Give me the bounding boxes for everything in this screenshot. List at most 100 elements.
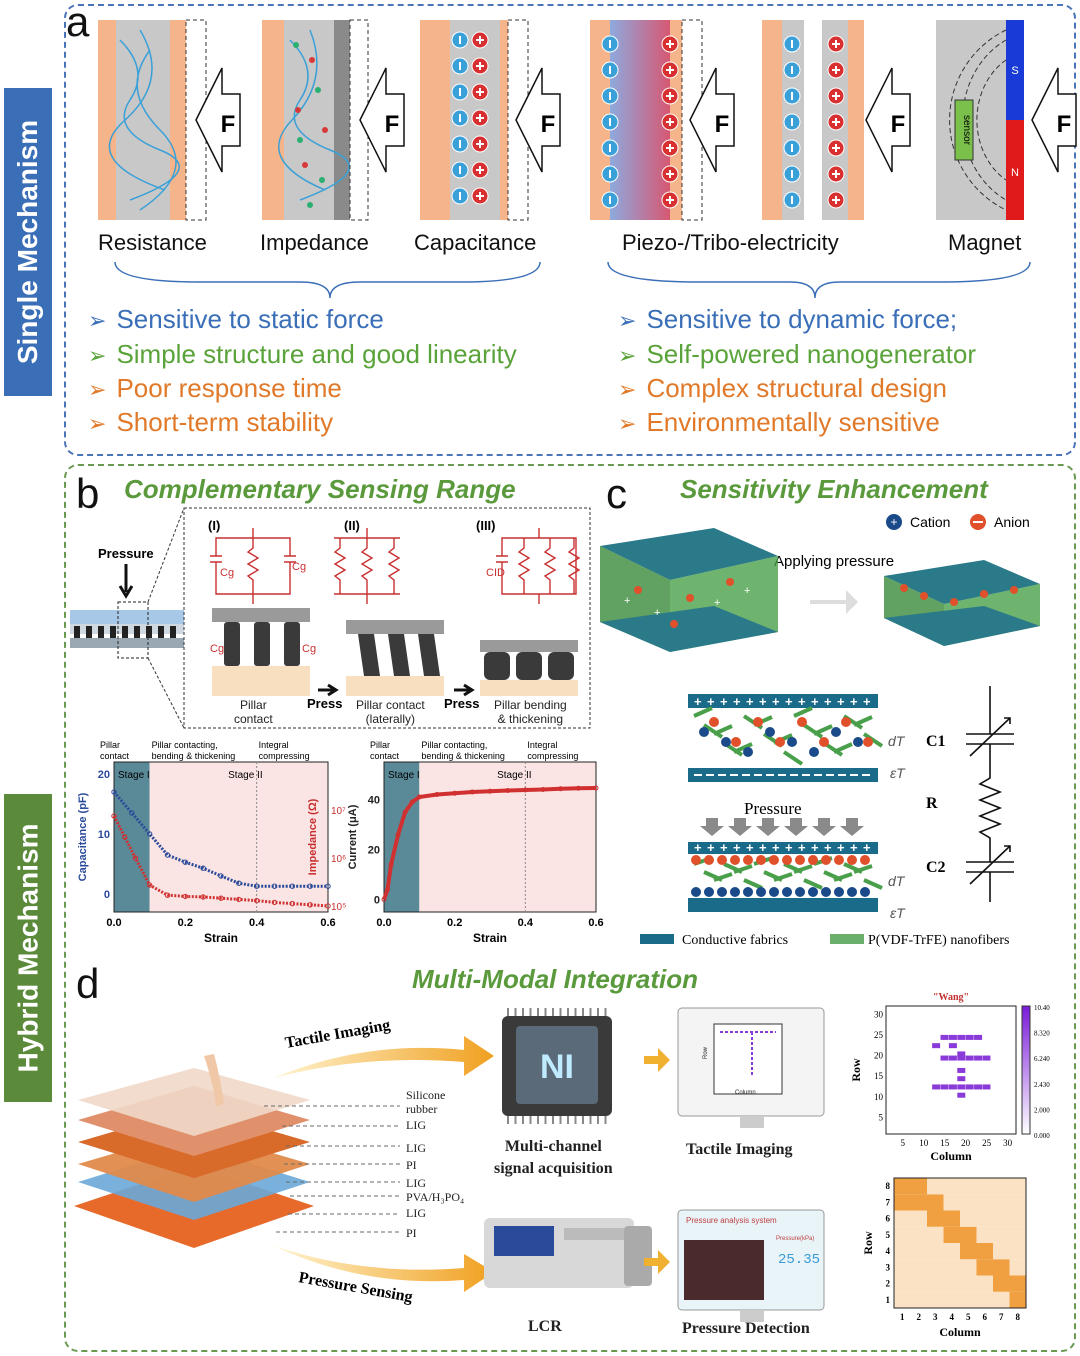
- force-arrow: F: [515, 67, 561, 173]
- anion-icon: [731, 737, 741, 747]
- heatmap-cell: [957, 1092, 966, 1098]
- cation-icon: [756, 887, 766, 897]
- grid-cell: [960, 1291, 977, 1308]
- stage-caption-3: Pillar bending & thickening: [494, 698, 567, 726]
- plus-sign: +: [863, 694, 871, 709]
- heatmap-cell: [957, 1051, 966, 1057]
- grid-cell: [976, 1226, 993, 1243]
- data-point: [402, 809, 408, 815]
- cg-label-2: Cg: [292, 561, 306, 573]
- panel-a-frame: [64, 4, 1076, 456]
- cation-icon: [721, 737, 731, 747]
- pressure-arrow: [812, 818, 836, 836]
- grid-cell: [1009, 1259, 1026, 1276]
- cation-icon: [471, 161, 489, 179]
- dt-label-2: dT: [888, 873, 906, 889]
- left-bullet-2: ➢Simple structure and good linearity: [88, 339, 517, 369]
- data-point: [388, 862, 394, 867]
- colorbar-tick-label: 2.430: [1034, 1081, 1050, 1089]
- cation-icon: [471, 83, 489, 101]
- y-axis-label: Capacitance (pF): [77, 792, 89, 881]
- data-point: [434, 792, 440, 797]
- anion-icon: [451, 83, 469, 101]
- press-label-2: Press: [444, 696, 479, 711]
- heatmap-cell: [982, 1084, 991, 1090]
- data-point: [132, 855, 139, 861]
- grid-cell: [910, 1243, 927, 1260]
- data-point: [325, 883, 331, 889]
- region-label: contact: [370, 751, 400, 761]
- force-label: F: [891, 111, 906, 138]
- y-tick-label: 10: [98, 829, 110, 841]
- right-bullet-4: ➢Environmentally sensitive: [618, 407, 940, 437]
- anion-icon: [709, 717, 719, 727]
- grid-cell: [894, 1178, 911, 1195]
- magnet-s-label: S: [1011, 65, 1018, 77]
- nanofiber: [803, 878, 823, 890]
- force-label: F: [385, 111, 400, 138]
- panel-c-letter: c: [606, 470, 627, 517]
- minus-sign: [790, 774, 798, 776]
- anion-icon: [783, 87, 801, 105]
- grid-cell: [943, 1178, 960, 1195]
- left-bullet-4: ➢Short-term stability: [88, 407, 334, 437]
- anion-icon: [601, 165, 619, 183]
- grid-cell: [894, 1275, 911, 1292]
- svg-text:+: +: [654, 607, 660, 619]
- force-arrow: F: [1031, 67, 1077, 173]
- plus-sign: +: [824, 840, 832, 855]
- grid-cell: [943, 1243, 960, 1260]
- data-point: [253, 897, 260, 904]
- grid-cell: [927, 1226, 944, 1243]
- grid-frame: [893, 1177, 1027, 1309]
- data-point: [236, 880, 242, 886]
- x-tick-label: 0.2: [447, 917, 462, 929]
- anion-icon: [601, 35, 619, 53]
- heatmap-cell: [957, 1034, 966, 1040]
- anion-icon: [834, 855, 844, 865]
- grid-cell: [993, 1178, 1010, 1195]
- cation-icon: [691, 887, 701, 897]
- cation-icon: [699, 727, 709, 737]
- stage-ii-region: [149, 762, 328, 912]
- force-label: F: [541, 111, 556, 138]
- cation-icon: [743, 747, 753, 757]
- tribo-schematic: [762, 20, 864, 220]
- stage-title-3: (III): [476, 518, 496, 533]
- grid-cell: [1009, 1194, 1026, 1211]
- nanofiber: [713, 872, 733, 882]
- heatmap-cell: [965, 1034, 974, 1040]
- cation-icon: [827, 61, 845, 79]
- panel-b-title: Complementary Sensing Range: [124, 474, 516, 504]
- anion-icon: [863, 737, 873, 747]
- nanofiber: [693, 706, 713, 718]
- mechanism-label-piezo: Piezo-/Tribo-electricity: [622, 230, 839, 255]
- y-tick-label: 40: [368, 795, 380, 807]
- y-tick-label: 3: [886, 1262, 891, 1272]
- plus-sign: +: [811, 694, 819, 709]
- grid-cell: [910, 1178, 927, 1195]
- cation-icon: [853, 737, 863, 747]
- grid-cell: [976, 1259, 993, 1276]
- x-tick-label: 0.4: [518, 917, 534, 929]
- plus-sign: +: [837, 694, 845, 709]
- cation-icon: [847, 887, 857, 897]
- grid-cell: [927, 1210, 944, 1227]
- pressure-arrow: [784, 818, 808, 836]
- cation-icon: [661, 165, 679, 183]
- legend-nanofibers: P(VDF-TrFE) nanofibers: [868, 933, 1009, 948]
- et-label-1: εT: [890, 765, 906, 781]
- data-point: [416, 794, 422, 800]
- nanofiber: [782, 750, 804, 766]
- anion-icon: [783, 165, 801, 183]
- region-label: contact: [100, 751, 130, 761]
- heatmap-cell: [948, 1034, 957, 1040]
- cation-icon: [471, 109, 489, 127]
- force-arrow: F: [195, 67, 241, 173]
- heatmap-cell: [957, 1055, 966, 1061]
- cation-icon: [821, 887, 831, 897]
- cation-icon: [717, 887, 727, 897]
